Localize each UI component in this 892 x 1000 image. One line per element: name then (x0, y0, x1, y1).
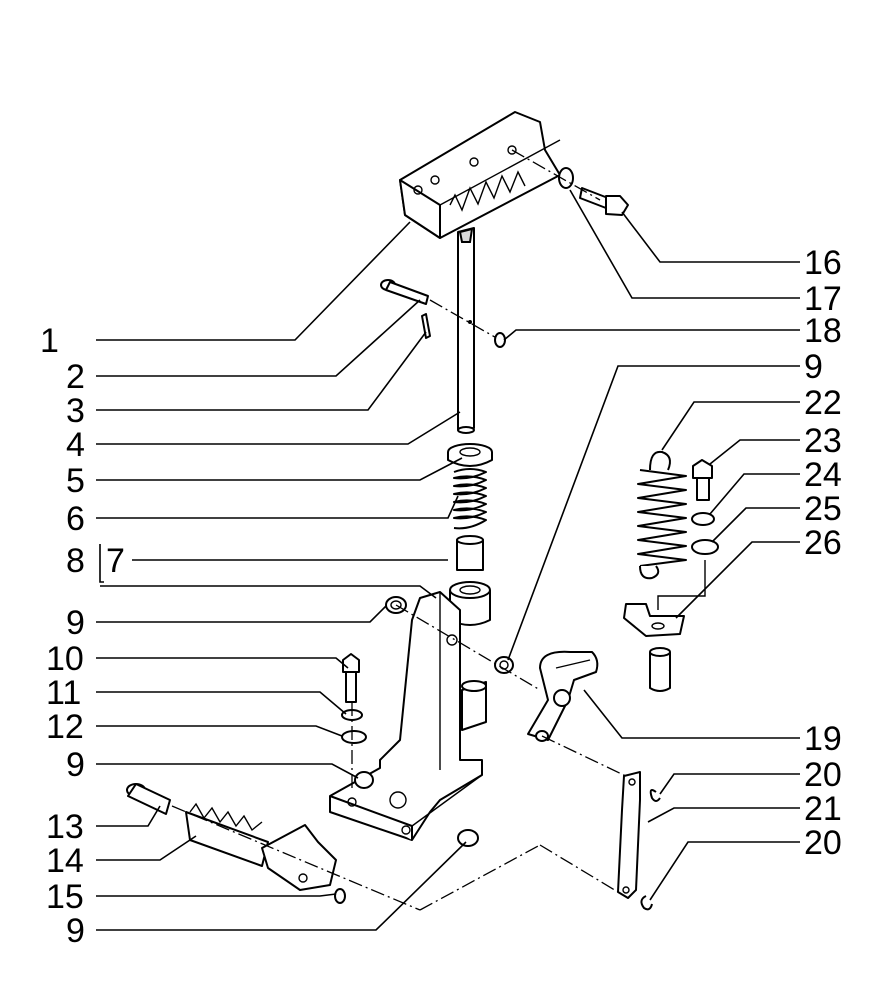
part-guide-plate (399, 111, 561, 239)
part-clip-15 (334, 888, 346, 904)
callout-9c: 9 (66, 912, 85, 950)
part-clip-20a (649, 789, 661, 802)
callout-21: 21 (804, 790, 842, 828)
callout-26: 26 (804, 524, 842, 562)
callout-12: 12 (46, 708, 84, 746)
callout-15: 15 (46, 878, 84, 916)
callout-4: 4 (66, 426, 85, 464)
part-rod (457, 227, 475, 434)
part-bushing-9b (494, 656, 514, 674)
part-pin-13 (126, 783, 171, 815)
callouts-left: 1 2 3 4 5 6 8 7 9 10 11 12 9 13 14 15 9 (40, 322, 125, 950)
callout-17: 17 (804, 280, 842, 318)
part-pedal-14 (185, 802, 337, 891)
part-washer-18 (494, 332, 506, 348)
callout-6: 6 (66, 500, 85, 538)
part-washer-25 (691, 539, 719, 555)
callout-9d: 9 (804, 348, 823, 386)
leader-lines (96, 189, 800, 931)
callout-5: 5 (66, 462, 85, 500)
callout-9a: 9 (66, 604, 85, 642)
part-bolt-10 (342, 653, 360, 703)
callout-8: 8 (66, 542, 85, 580)
part-spring-22 (637, 450, 687, 580)
callout-3: 3 (66, 392, 85, 430)
part-bushing-9c (354, 771, 374, 789)
part-spring-6 (453, 468, 487, 530)
callout-22: 22 (804, 384, 842, 422)
callout-11: 11 (46, 674, 81, 712)
part-washer-24 (691, 512, 715, 526)
part-bushing-9d (457, 829, 479, 847)
part-spring-cap-5 (447, 443, 493, 467)
callout-2: 2 (66, 358, 85, 396)
part-pin-2 (380, 279, 429, 305)
callout-16: 16 (804, 244, 842, 282)
part-lever-19 (527, 650, 599, 742)
part-bolt-16 (579, 187, 629, 216)
part-bushing-7 (456, 535, 484, 571)
callout-24: 24 (804, 456, 842, 494)
callout-20a: 20 (804, 756, 842, 794)
callout-19: 19 (804, 720, 842, 758)
callout-14: 14 (46, 842, 84, 880)
part-clip-20b (640, 895, 653, 911)
part-bracket-26 (623, 603, 685, 692)
callout-13: 13 (46, 808, 84, 846)
callout-9b: 9 (66, 746, 85, 784)
callout-25: 25 (804, 490, 842, 528)
callout-1: 1 (40, 322, 59, 360)
callout-23: 23 (804, 422, 842, 460)
part-link-21 (617, 771, 641, 899)
callout-10: 10 (46, 640, 84, 678)
callout-20b: 20 (804, 824, 842, 862)
callout-7: 7 (106, 542, 125, 580)
part-washer-12 (341, 730, 367, 744)
part-cotter-3 (421, 313, 431, 339)
part-bolt-23 (692, 459, 713, 501)
callouts-right: 16 17 18 9 22 23 24 25 26 19 20 21 20 (804, 244, 842, 862)
callout-18: 18 (804, 312, 842, 350)
